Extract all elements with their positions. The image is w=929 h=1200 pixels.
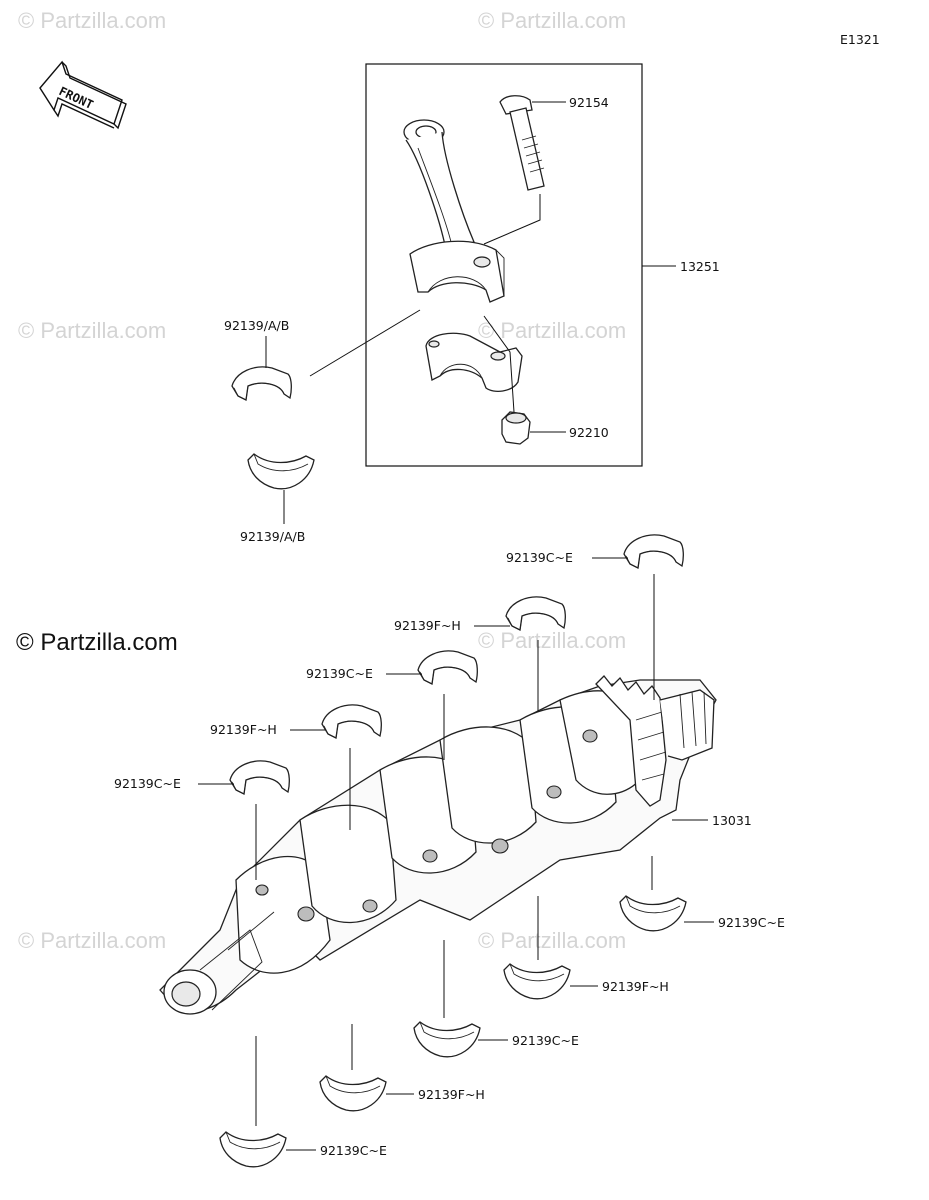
main-bearing-1 [623,534,684,569]
part-label-main-bearing-4[interactable]: 92139F~H [210,722,277,737]
part-label-main-bearing-2[interactable]: 92139F~H [394,618,461,633]
part-label-main-bearing-10[interactable]: 92139C~E [320,1143,387,1158]
watermark: © Partzilla.com [478,8,626,33]
watermark: © Partzilla.com [18,318,166,343]
conrod-bearing-upper [231,366,292,401]
conrod-bearing-lower [247,453,315,490]
crankshaft [159,675,717,1015]
main-bearing-5 [229,760,290,795]
nut [483,315,531,445]
main-bearing-8 [413,1021,481,1058]
watermark: © Partzilla.com [478,628,626,653]
front-arrow-icon: FRONT [39,60,127,130]
main-bearing-4 [321,704,382,739]
part-label-92210[interactable]: 92210 [569,425,609,440]
watermark: © Partzilla.com [478,928,626,953]
part-label-main-bearing-7[interactable]: 92139F~H [602,979,669,994]
watermark: © Partzilla.com [478,318,626,343]
watermark: © Partzilla.com [18,8,166,33]
main-bearing-7 [503,963,571,1000]
part-label-main-bearing-8[interactable]: 92139C~E [512,1033,579,1048]
part-label-13031[interactable]: 13031 [712,813,752,828]
part-label-92139-a-b-lower[interactable]: 92139/A/B [240,529,305,544]
part-label-main-bearing-9[interactable]: 92139F~H [418,1087,485,1102]
leader-line [483,194,541,245]
part-label-main-bearing-6[interactable]: 92139C~E [718,915,785,930]
connecting-rod [403,119,505,303]
main-bearing-6 [619,895,687,932]
part-label-13251[interactable]: 13251 [680,259,720,274]
part-label-92139-a-b-upper[interactable]: 92139/A/B [224,318,289,333]
main-bearing-10 [219,1131,287,1168]
part-label-main-bearing-3[interactable]: 92139C~E [306,666,373,681]
part-label-main-bearing-1[interactable]: 92139C~E [506,550,573,565]
main-bearing-3 [417,650,478,685]
diagram-code: E1321 [840,32,880,47]
watermark: © Partzilla.com [18,928,166,953]
part-label-92154[interactable]: 92154 [569,95,609,110]
watermark-main: © Partzilla.com [16,629,178,656]
conrod-assembly-box [365,63,643,467]
bolt [499,95,545,191]
leader-line [309,309,421,377]
part-label-main-bearing-5[interactable]: 92139C~E [114,776,181,791]
main-bearing-2 [505,596,566,631]
connecting-rod-cap [425,332,523,393]
main-bearing-9 [319,1075,387,1112]
